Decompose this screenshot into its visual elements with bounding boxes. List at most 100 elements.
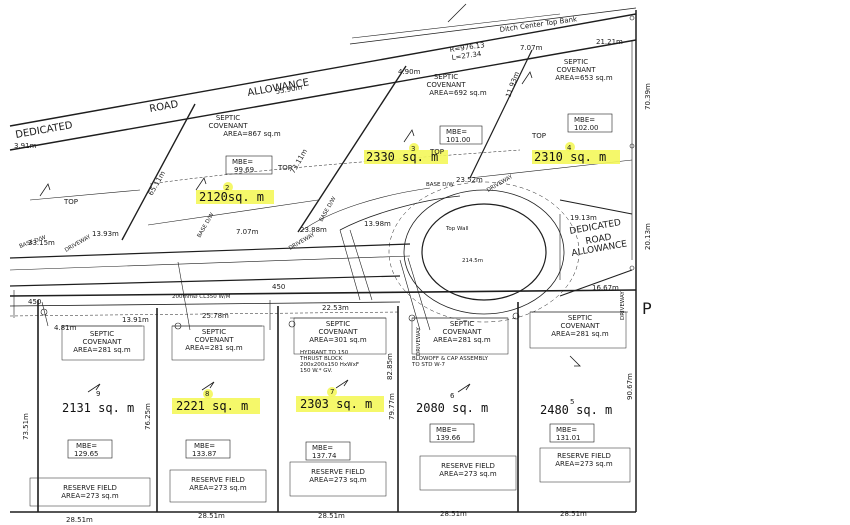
lot-area: 2120sq. m (199, 190, 264, 204)
dim-top-right: 21.21m (596, 38, 623, 46)
lot-number: 8 (205, 390, 209, 398)
dim-n5: 13.93m (92, 230, 119, 238)
base-note: BASE D/W (319, 195, 338, 223)
main-road (9, 243, 637, 317)
dim-lot8-side: 76.25m (144, 403, 152, 430)
lot-number: 5 (570, 398, 574, 406)
mbe-value: 139.66 (436, 434, 461, 442)
mbe-label: MBE= (574, 116, 595, 124)
south-lot-lines (10, 300, 636, 513)
lot-8: SEPTIC COVENANT AREA=281 sq.m 8 2221 sq.… (176, 328, 248, 492)
watermain-size: 450 (28, 298, 41, 306)
road-label-road: ROAD (149, 99, 180, 115)
dim-bottom-lot9: 28.51m (66, 516, 93, 524)
driveway-note: DRIVEWAY (64, 234, 92, 254)
lot-2: SEPTIC COVENANT AREA=867 sq.m MBE= 99.69… (199, 114, 281, 204)
dim-top-mid: 7.07m (520, 44, 543, 52)
reserve-area: AREA=273 sq.m (61, 492, 119, 500)
septic-covenant-line: SEPTIC (202, 328, 226, 336)
mbe-value: 101.00 (446, 136, 471, 144)
p-label: P (642, 299, 652, 318)
mbe-label: MBE= (556, 426, 577, 434)
mbe-box (439, 125, 483, 145)
reserve-area: AREA=273 sq.m (309, 476, 367, 484)
top-note: TOP (63, 198, 78, 206)
top-wall-note: Top Wall (445, 226, 469, 232)
driveway-note: DRIVEWAY (620, 291, 626, 320)
septic-covenant-line: SEPTIC (216, 114, 240, 122)
mbe-box (567, 113, 613, 133)
dim-n18: 16.67m (592, 284, 619, 292)
dim-n11: 13.98m (364, 220, 391, 228)
dim-n14: 22.53m (322, 304, 349, 312)
watermain-size: 450 (272, 283, 285, 291)
dim-n16: 4.81m (54, 324, 77, 332)
cul-de-sac-label-2: ROAD (585, 233, 613, 247)
cul-de-sac (388, 181, 633, 323)
lot-6: SEPTIC COVENANT AREA=281 sq.m BLOWOFF & … (411, 320, 497, 478)
mbe-box (549, 423, 595, 443)
mbe-box (185, 439, 231, 459)
lot-number: 7 (330, 388, 334, 396)
blowoff-note: TO STD W-7 (411, 362, 445, 368)
septic-covenant-area: AREA=281 sq.m (551, 330, 609, 338)
septic-covenant-line: SEPTIC (434, 73, 458, 81)
servicing-lines (13, 15, 635, 331)
pipe-note: 200mmØ CL350 W/M (172, 293, 231, 300)
reserve-field: RESERVE FIELD (191, 476, 245, 484)
dim-lot6-side: 82.85m (386, 353, 394, 380)
septic-covenant-area: AREA=281 sq.m (433, 336, 491, 344)
driveway-note: DRIVEWAY (486, 174, 514, 194)
dim-n15: 33.15m (28, 239, 55, 247)
septic-covenant-line: SEPTIC (564, 58, 588, 66)
septic-covenant-area: AREA=692 sq.m (429, 89, 487, 97)
mbe-value: 137.74 (312, 452, 337, 460)
lot-area: 2080 sq. m (416, 401, 488, 415)
septic-covenant-line: COVENANT (560, 322, 600, 330)
cul-de-sac-dim: 214.5m (462, 258, 483, 264)
mbe-value: 131.01 (556, 434, 581, 442)
lot-area: 2480 sq. m (540, 403, 612, 417)
dim-n4: 11.93m (504, 71, 521, 99)
lot-9: SEPTIC COVENANT AREA=281 sq.m 9 2131 sq.… (61, 330, 134, 500)
dim-bottom-lot8: 28.51m (198, 512, 225, 520)
lot-area: 2131 sq. m (62, 401, 134, 415)
lot-number: 9 (96, 390, 100, 398)
lot-number: 3 (411, 145, 415, 153)
top-note: TOP (531, 132, 546, 140)
lot-4: SEPTIC COVENANT AREA=653 sq.m MBE= 102.0… (534, 58, 613, 164)
dim-bottom-lot5: 28.51m (560, 510, 587, 518)
blowoff-note: BLOWOFF & CAP ASSEMBLY (412, 356, 489, 362)
septic-covenant-area: AREA=281 sq.m (185, 344, 243, 352)
dim-n19: 65.11m (147, 170, 167, 197)
septic-covenant-line: COVENANT (208, 122, 248, 130)
mbe-value: 99.69 (234, 166, 254, 174)
septic-covenant-line: SEPTIC (450, 320, 474, 328)
septic-covenant-line: COVENANT (194, 336, 234, 344)
septic-covenant-line: COVENANT (442, 328, 482, 336)
lot-number: 4 (567, 144, 572, 152)
septic-covenant-area: AREA=653 sq.m (555, 74, 613, 82)
reserve-field: RESERVE FIELD (557, 452, 611, 460)
reserve-area: AREA=273 sq.m (439, 470, 497, 478)
driveway-note: DRIVEWAY (416, 327, 422, 356)
mbe-value: 133.87 (192, 450, 217, 458)
dim-bottom-lot7: 28.51m (318, 512, 345, 520)
reserve-area: AREA=273 sq.m (555, 460, 613, 468)
mbe-label: MBE= (232, 158, 253, 166)
reserve-field: RESERVE FIELD (311, 468, 365, 476)
dim-n7: 20.13m (644, 223, 652, 250)
septic-covenant-line: COVENANT (82, 338, 122, 346)
septic-covenant-line: COVENANT (426, 81, 466, 89)
lot-area: 2310 sq. m (534, 150, 606, 164)
mbe-box (225, 155, 273, 175)
hydrant-note: THRUST BLOCK (299, 356, 343, 362)
dim-lot9-side: 73.51m (22, 413, 30, 440)
mbe-box (429, 423, 475, 443)
lot-number: 6 (450, 392, 455, 400)
septic-covenant-line: SEPTIC (568, 314, 592, 322)
top-note: TOP (429, 148, 444, 156)
dim-n1: 3.91m (14, 142, 37, 150)
mbe-value: 129.65 (74, 450, 99, 458)
highlights (172, 142, 620, 414)
